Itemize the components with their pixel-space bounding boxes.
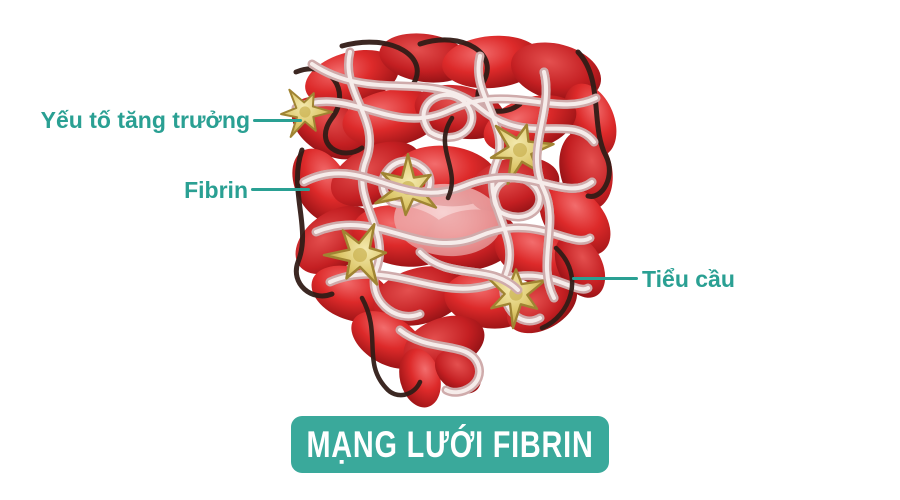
growth-factor-leader-line <box>253 119 302 122</box>
growth-factor-label: Yếu tố tăng trưởng <box>40 107 250 133</box>
platelet-leader-line <box>572 277 638 280</box>
red-blood-cells <box>291 33 617 408</box>
fibrin-label: Fibrin <box>184 177 248 203</box>
fibrin-leader-line <box>251 188 310 191</box>
fibrin-network-badge: MẠNG LƯỚI FIBRIN <box>291 416 609 473</box>
fibrin-network-badge-label: MẠNG LƯỚI FIBRIN <box>306 423 594 465</box>
platelet-label: Tiểu cầu <box>642 266 735 292</box>
dark-fibrin-strands-front <box>359 115 575 398</box>
dark-fibrin-strands-back <box>293 37 612 299</box>
